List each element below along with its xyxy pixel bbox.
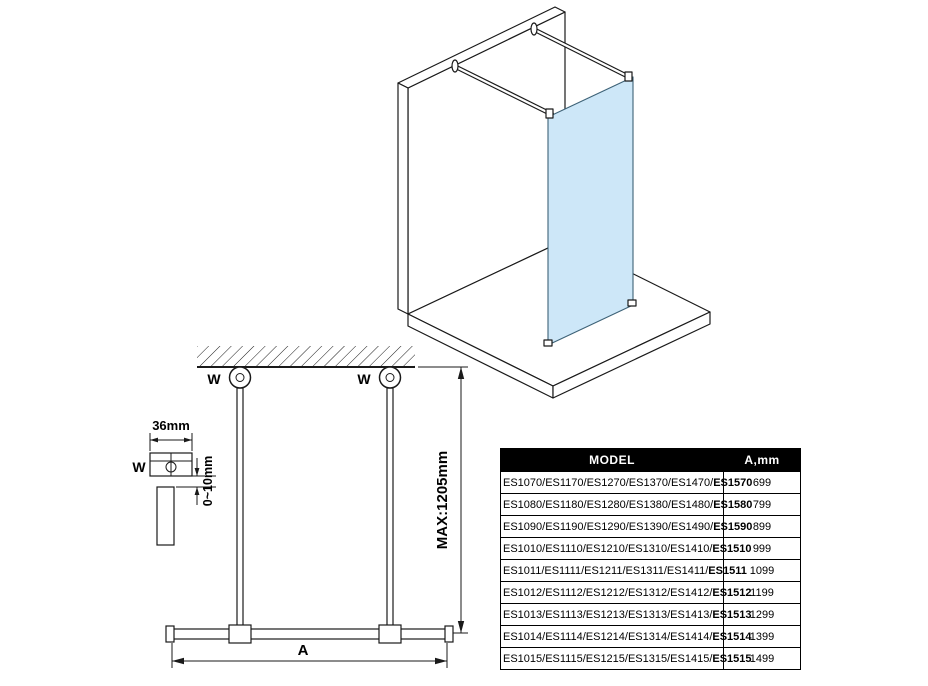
col-header-a-mm: A,mm <box>723 448 801 472</box>
dimension-lines <box>171 366 468 668</box>
wall-mount-right-label: W <box>357 371 371 387</box>
model-list: ES1070/ES1170/ES1270/ES1370/ES1470/ <box>503 476 714 489</box>
isometric-view <box>397 6 711 399</box>
table-row: ES1080/ES1180/ES1280/ES1380/ES1480/ES158… <box>500 493 801 516</box>
glass-foot-right <box>627 299 637 307</box>
model-list: ES1013/ES1113/ES1213/ES1313/ES1413/ <box>503 608 713 621</box>
model-list: ES1011/ES1111/ES1211/ES1311/ES1411/ <box>503 564 709 577</box>
a-mm-cell: 899 <box>723 515 801 538</box>
model-list: ES1014/ES1114/ES1214/ES1314/ES1414/ <box>503 630 713 643</box>
table-row: ES1090/ES1190/ES1290/ES1390/ES1490/ES159… <box>500 515 801 538</box>
header-row: MODEL A,mm <box>500 448 801 472</box>
bar-left <box>236 387 244 630</box>
model-list: ES1012/ES1112/ES1212/ES1312/ES1412/ <box>503 586 713 599</box>
model-cell: ES1011/ES1111/ES1211/ES1311/ES1411/ES151… <box>500 559 747 582</box>
wall-left-edge <box>397 82 409 315</box>
model-highlight: ES1510 <box>712 542 752 555</box>
model-table-header: MODEL A,mm <box>500 448 801 472</box>
wall-mount-right <box>378 366 402 389</box>
model-highlight: ES1570 <box>713 476 753 489</box>
table-row: ES1014/ES1114/ES1214/ES1314/ES1414/ES151… <box>500 625 801 648</box>
model-cell: ES1012/ES1112/ES1212/ES1312/ES1412/ES151… <box>500 581 752 604</box>
model-table-body: ES1070/ES1170/ES1270/ES1370/ES1470/ES157… <box>500 471 801 670</box>
model-cell: ES1080/ES1180/ES1280/ES1380/ES1480/ES158… <box>500 493 752 516</box>
table-row: ES1013/ES1113/ES1213/ES1313/ES1413/ES151… <box>500 603 801 626</box>
support-bar-rear <box>533 27 633 81</box>
model-highlight: ES1513 <box>712 608 752 621</box>
glass-width-label: A <box>298 642 309 659</box>
model-highlight: ES1515 <box>712 652 752 665</box>
bracket-gap-label: 0~10mm <box>201 456 215 506</box>
table-row: ES1011/ES1111/ES1211/ES1311/ES1411/ES151… <box>500 559 801 582</box>
max-bar-length-label: MAX:1205mm <box>434 451 451 549</box>
glass-edge <box>171 628 448 640</box>
wall-mount-left-pin <box>235 373 245 382</box>
bar-right <box>386 387 394 630</box>
wall-mount-left-label: W <box>207 371 221 387</box>
model-highlight: ES1514 <box>712 630 752 643</box>
model-highlight: ES1580 <box>713 498 753 511</box>
glass-end-profile-right <box>444 625 454 643</box>
a-mm-cell: 699 <box>723 471 801 494</box>
wall-mount-plate-front <box>451 59 459 73</box>
col-header-model: MODEL <box>500 448 724 472</box>
wall-mount-plate-rear <box>530 22 538 36</box>
bracket-detail <box>149 433 216 546</box>
model-highlight: ES1590 <box>713 520 753 533</box>
table-row: ES1015/ES1115/ES1215/ES1315/ES1415/ES151… <box>500 647 801 670</box>
table-row: ES1012/ES1112/ES1212/ES1312/ES1412/ES151… <box>500 581 801 604</box>
glass-foot-left <box>543 339 553 347</box>
support-bar-front <box>454 64 555 118</box>
wall-hatch <box>197 346 415 367</box>
table-row: ES1010/ES1110/ES1210/ES1310/ES1410/ES151… <box>500 537 801 560</box>
model-cell: ES1015/ES1115/ES1215/ES1315/ES1415/ES151… <box>500 647 752 670</box>
glass-end-profile-left <box>165 625 175 643</box>
glass-panel <box>547 76 634 346</box>
a-mm-cell: 1499 <box>723 647 801 670</box>
model-list: ES1080/ES1180/ES1280/ES1380/ES1480/ <box>503 498 714 511</box>
glass-bar-clamp-right <box>378 624 402 644</box>
glass-clamp-front <box>545 108 554 119</box>
model-list: ES1090/ES1190/ES1290/ES1390/ES1490/ <box>503 520 714 533</box>
model-highlight: ES1512 <box>712 586 752 599</box>
floor-front-right <box>552 311 711 399</box>
model-cell: ES1070/ES1170/ES1270/ES1370/ES1470/ES157… <box>500 471 752 494</box>
model-cell: ES1014/ES1114/ES1214/ES1314/ES1414/ES151… <box>500 625 752 648</box>
wall-mount-left <box>228 366 252 389</box>
model-table: MODEL A,mm ES1070/ES1170/ES1270/ES1370/E… <box>500 448 801 670</box>
glass-clamp-rear <box>624 71 633 82</box>
model-cell: ES1090/ES1190/ES1290/ES1390/ES1490/ES159… <box>500 515 752 538</box>
model-list: ES1010/ES1110/ES1210/ES1310/ES1410/ <box>503 542 713 555</box>
model-list: ES1015/ES1115/ES1215/ES1315/ES1415/ <box>503 652 713 665</box>
table-row: ES1070/ES1170/ES1270/ES1370/ES1470/ES157… <box>500 471 801 494</box>
model-cell: ES1010/ES1110/ES1210/ES1310/ES1410/ES151… <box>500 537 752 560</box>
wall-mount-right-pin <box>385 373 395 382</box>
model-highlight: ES1511 <box>708 564 747 577</box>
glass-bar-clamp-left <box>228 624 252 644</box>
bracket-w-label: W <box>132 459 146 475</box>
bracket-bar-section <box>156 486 175 546</box>
bracket-width-label: 36mm <box>152 418 190 433</box>
model-cell: ES1013/ES1113/ES1213/ES1313/ES1413/ES151… <box>500 603 752 626</box>
diagram-labels: W W W 36mm 0~10mm MAX:1205mm A <box>132 371 451 659</box>
plan-view <box>165 346 454 644</box>
